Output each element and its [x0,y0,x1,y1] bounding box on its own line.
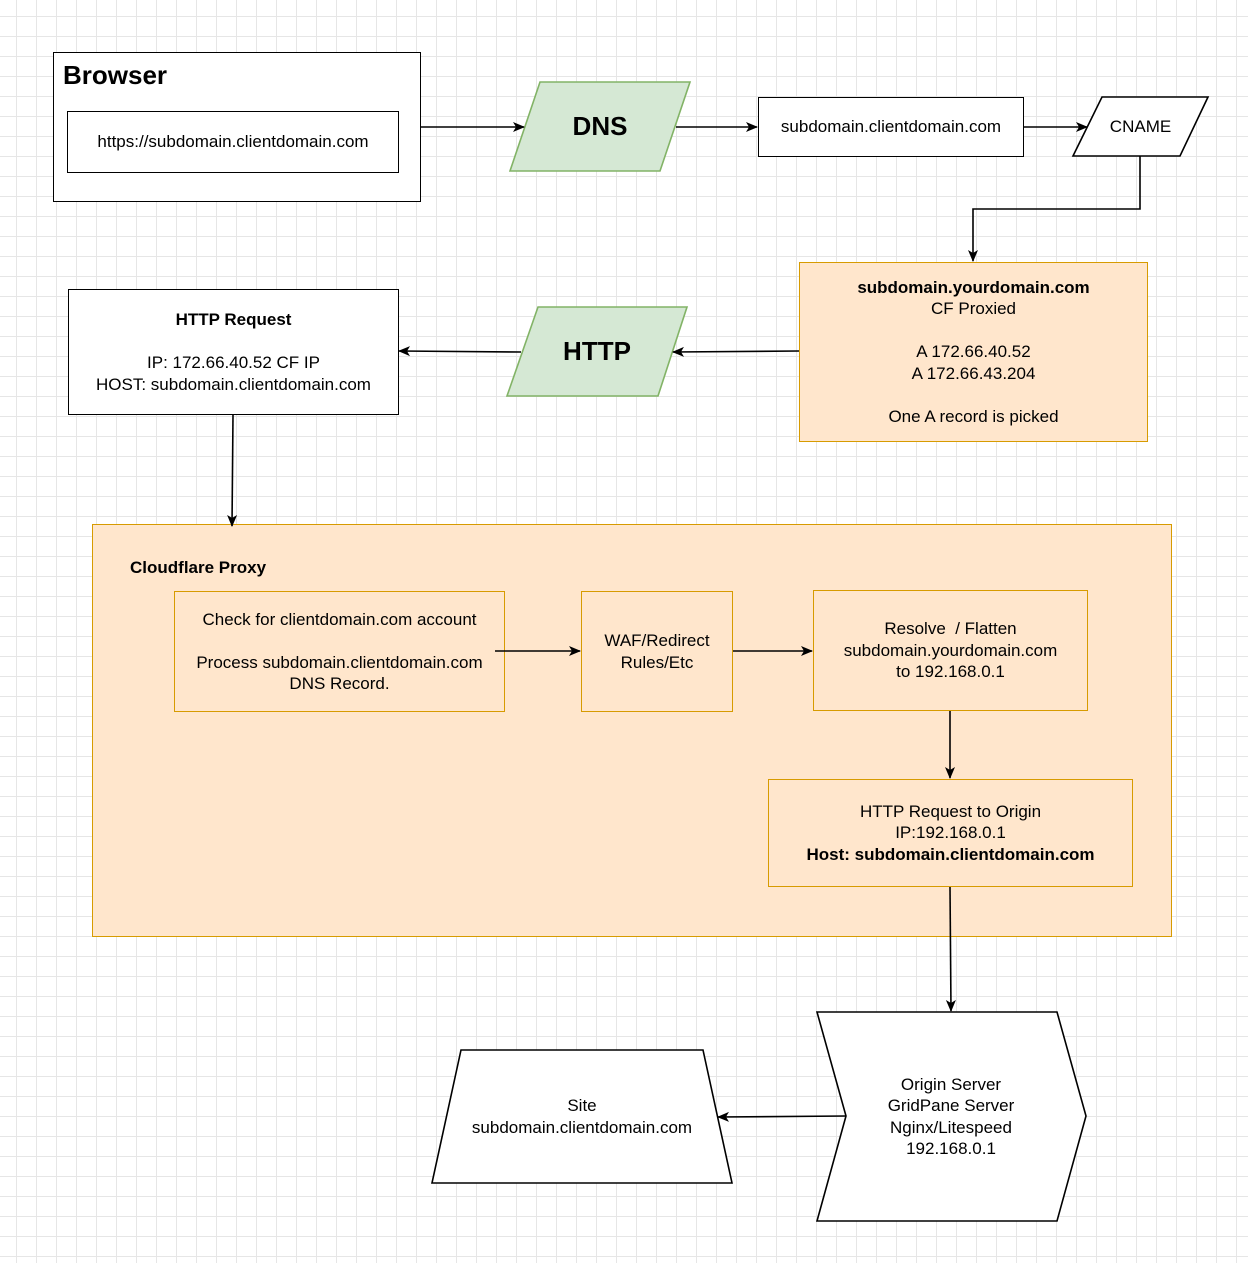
client-subdomain-box: subdomain.clientdomain.com [758,97,1024,157]
resolve-flatten-line3: to 192.168.0.1 [896,662,1005,682]
origin-request-line2: IP:192.168.0.1 [895,823,1006,843]
cf-record-title: subdomain.yourdomain.com [857,277,1090,297]
check-account-line3: DNS Record. [289,674,390,693]
cf-record-a1: A 172.66.40.52 [916,342,1031,362]
check-account-line1: Check for clientdomain.com account [202,609,477,629]
resolve-flatten-line2: subdomain.yourdomain.com [843,640,1058,660]
dns-parallelogram [508,81,692,172]
cf-record-proxied: CF Proxied [930,299,1017,319]
site-line2: subdomain.clientdomain.com [471,1117,693,1137]
dns-label: DNS [572,110,628,141]
origin-request-line1: HTTP Request to Origin [859,801,1042,821]
site-label: Site subdomain.clientdomain.com [432,1050,732,1183]
check-account-line2: Process subdomain.clientdomain.com [196,652,483,672]
waf-rules-line1: WAF/Redirect [604,631,710,650]
cf-record-a2: A 172.66.43.204 [911,363,1036,383]
browser-url-text: https://subdomain.clientdomain.com [97,132,369,152]
http-request-ip: IP: 172.66.40.52 CF IP [147,353,320,372]
cf-record-box: subdomain.yourdomain.com CF Proxied A 17… [799,262,1148,442]
http-parallelogram [505,306,689,397]
cf-record-note: One A record is picked [888,406,1059,426]
origin-server-label: Origin Server GridPane Server Nginx/Lite… [846,1012,1056,1221]
site-trapezoid [431,1049,733,1184]
origin-request-box: HTTP Request to Origin IP:192.168.0.1 Ho… [768,779,1133,887]
client-subdomain-label: subdomain.clientdomain.com [780,117,1002,137]
resolve-flatten-line1: Resolve / Flatten [884,619,1017,639]
cname-parallelogram [1071,96,1210,157]
cloudflare-proxy-title: Cloudflare Proxy [130,558,267,577]
http-label: HTTP [563,335,631,366]
http-request-host: HOST: subdomain.clientdomain.com [96,374,371,394]
resolve-flatten-box: Resolve / Flatten subdomain.yourdomain.c… [813,590,1088,711]
origin-server-line3: Nginx/Litespeed [890,1117,1012,1137]
http-request-title: HTTP Request [175,310,292,329]
check-account-box: Check for clientdomain.com account Proce… [174,591,505,712]
waf-rules-line2: Rules/Etc [620,652,694,672]
waf-rules-box: WAF/Redirect Rules/Etc [581,591,733,712]
origin-request-line3: Host: subdomain.clientdomain.com [806,844,1095,864]
origin-server-line2: GridPane Server [887,1096,1015,1115]
http-request-box: HTTP Request IP: 172.66.40.52 CF IP HOST… [68,289,399,415]
browser-box: Browser https://subdomain.clientdomain.c… [53,52,421,202]
cname-label: CNAME [1109,116,1172,136]
browser-url-field: https://subdomain.clientdomain.com [67,111,399,173]
browser-title: Browser [63,60,168,90]
origin-server-line4: 192.168.0.1 [906,1139,996,1158]
site-line1: Site [567,1096,597,1115]
origin-server-line1: Origin Server [900,1074,1002,1094]
